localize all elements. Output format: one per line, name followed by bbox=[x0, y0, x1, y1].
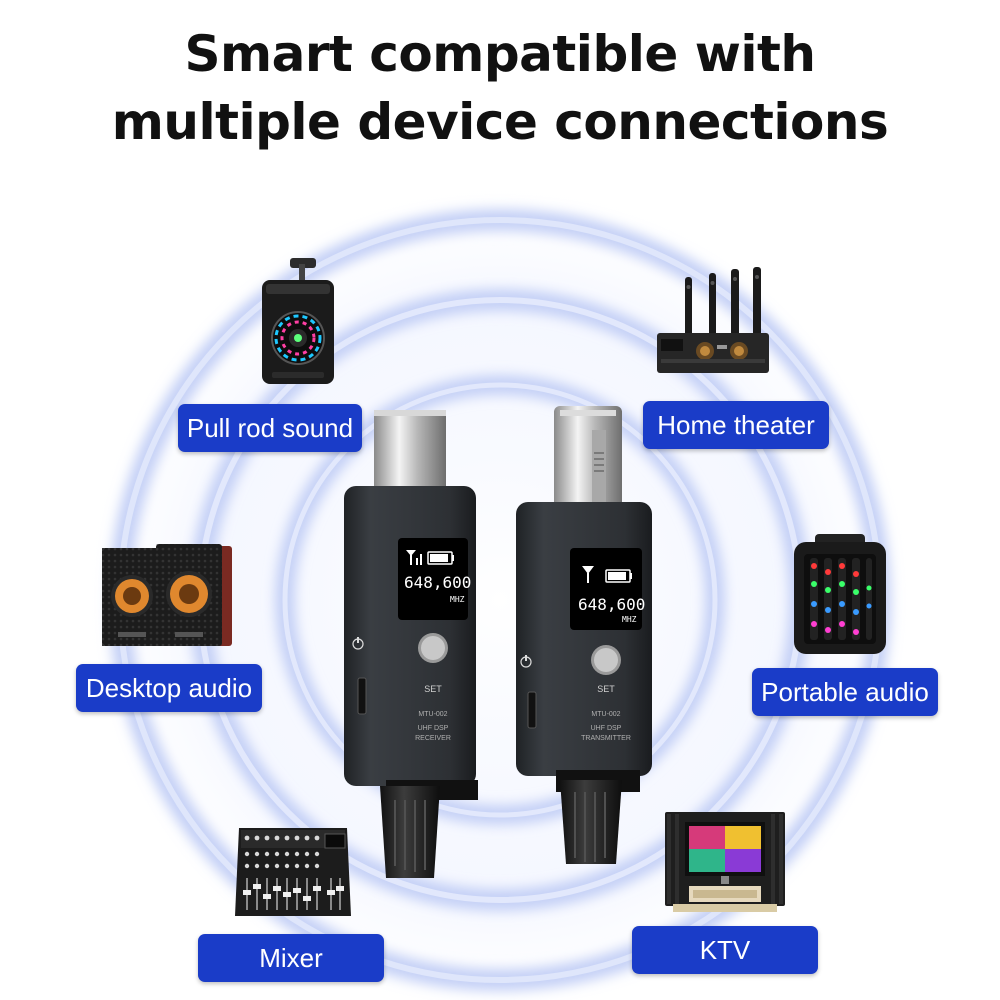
desktop-speakers-icon bbox=[100, 540, 235, 650]
transmitter-unit: MHZ bbox=[622, 615, 637, 624]
receiver-module: 648,600 MHZ SET MTU-002 UHF DSP RECEIVER bbox=[330, 408, 490, 878]
label-mixer: Mixer bbox=[198, 934, 384, 982]
headline-line-2: multiple device connections bbox=[111, 93, 889, 151]
receiver-model: MTU-002 bbox=[418, 711, 447, 718]
label-home-theater: Home theater bbox=[643, 401, 829, 449]
headline-line-1: Smart compatible with bbox=[184, 25, 816, 83]
receiver-set-label: SET bbox=[424, 684, 442, 694]
transmitter-type-line-1: UHF DSP bbox=[591, 725, 622, 732]
receiver-type-line-1: UHF DSP bbox=[418, 725, 449, 732]
receiver-frequency: 648,600 bbox=[404, 573, 471, 592]
headline: Smart compatible with multiple device co… bbox=[0, 20, 1000, 156]
transmitter-frequency: 648,600 bbox=[578, 595, 645, 614]
mixer-console-icon bbox=[233, 820, 353, 920]
ktv-screen-icon bbox=[665, 808, 785, 918]
home-theater-system-icon bbox=[655, 265, 775, 380]
transmitter-type-line-2: TRANSMITTER bbox=[581, 735, 631, 742]
label-portable-audio: Portable audio bbox=[752, 668, 938, 716]
label-desktop-audio: Desktop audio bbox=[76, 664, 262, 712]
transmitter-module: 648,600 MHZ SET MTU-002 UHF DSP TRANSMIT… bbox=[504, 402, 664, 872]
receiver-type-line-2: RECEIVER bbox=[415, 735, 451, 742]
label-pull-rod-sound: Pull rod sound bbox=[178, 404, 362, 452]
transmitter-model: MTU-002 bbox=[591, 711, 620, 718]
receiver-unit: MHZ bbox=[450, 595, 465, 604]
trolley-speaker-icon bbox=[252, 258, 342, 388]
label-ktv: KTV bbox=[632, 926, 818, 974]
transmitter-set-label: SET bbox=[597, 684, 615, 694]
portable-led-speaker-icon bbox=[790, 532, 890, 657]
